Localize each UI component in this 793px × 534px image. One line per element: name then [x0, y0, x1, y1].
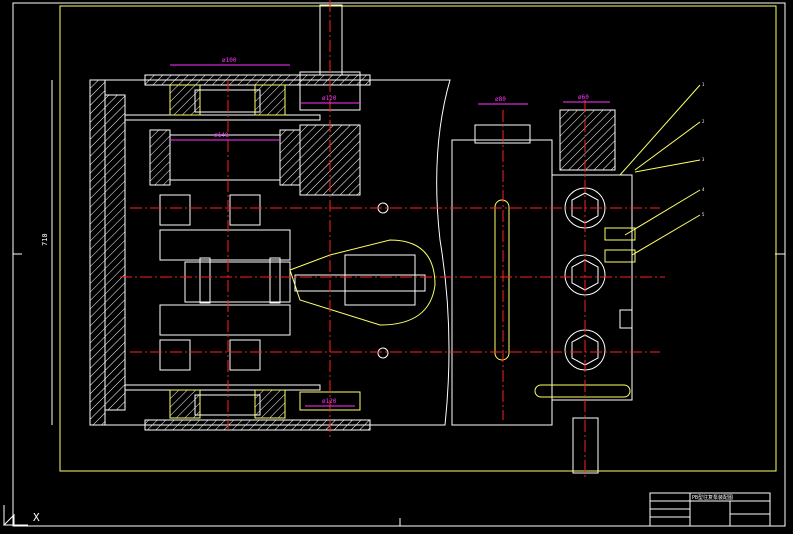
svg-text:ø120: ø120 [322, 95, 337, 102]
dimension-top-5: ø60 [563, 94, 610, 103]
dimension-bottom: ø120 [305, 398, 355, 407]
ucs-icon: X [2, 505, 40, 526]
svg-text:ø120: ø120 [322, 398, 337, 405]
title-block: PB型往复泵装配图 [649, 492, 771, 527]
connecting-rod [289, 239, 436, 326]
dimension-top-2: ø140 [170, 132, 280, 141]
svg-text:5: 5 [702, 212, 705, 217]
svg-text:3: 3 [702, 157, 705, 162]
dimension-left-text: 710 [41, 233, 49, 246]
leader-lines: 1 2 3 4 5 [619, 82, 705, 256]
svg-text:4: 4 [702, 187, 705, 192]
sheet-frame [59, 5, 777, 472]
title-block-text: PB型往复泵装配图 [692, 494, 733, 501]
svg-text:1: 1 [702, 82, 705, 87]
svg-text:ø60: ø60 [578, 94, 589, 101]
sheet-border-outer [12, 2, 786, 527]
svg-text:ø100: ø100 [222, 57, 237, 64]
ucs-x-label: X [33, 511, 40, 524]
svg-text:ø80: ø80 [495, 96, 506, 103]
svg-text:ø140: ø140 [214, 132, 229, 139]
crankcase-outline [89, 79, 451, 426]
dimension-top-3: ø120 [300, 95, 360, 104]
svg-text:2: 2 [702, 119, 705, 124]
dimension-top-4: ø80 [478, 96, 528, 105]
dimension-top-1: ø100 [170, 57, 290, 66]
drive-shaft [319, 4, 343, 76]
pump-body [451, 139, 553, 426]
